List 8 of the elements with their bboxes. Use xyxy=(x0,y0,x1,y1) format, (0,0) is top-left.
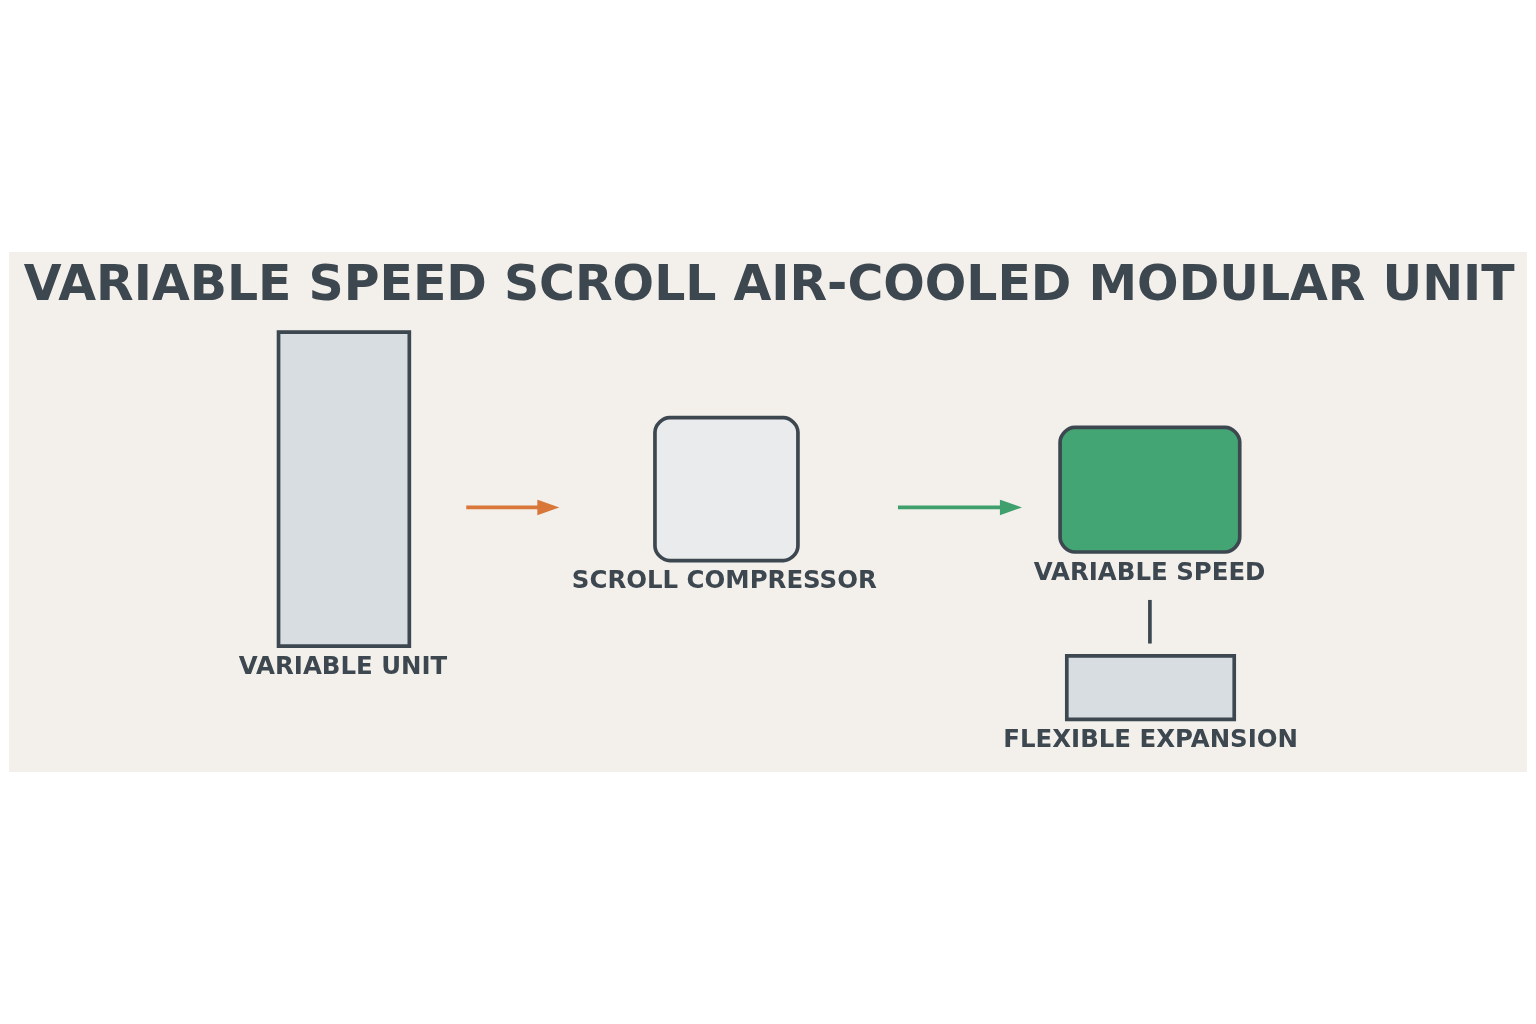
node-label: VARIABLE UNIT xyxy=(238,650,448,680)
connector xyxy=(1148,599,1152,644)
arrow xyxy=(466,499,560,516)
node-label: SCROLL COMPRESSOR xyxy=(571,565,877,595)
diagram-title: VARIABLE SPEED SCROLL AIR-COOLED MODULAR UNIT xyxy=(23,254,1515,312)
node-label: VARIABLE SPEED xyxy=(1033,556,1266,586)
arrow xyxy=(897,499,1022,516)
node-label: FLEXIBLE EXPANSION xyxy=(1003,723,1299,753)
